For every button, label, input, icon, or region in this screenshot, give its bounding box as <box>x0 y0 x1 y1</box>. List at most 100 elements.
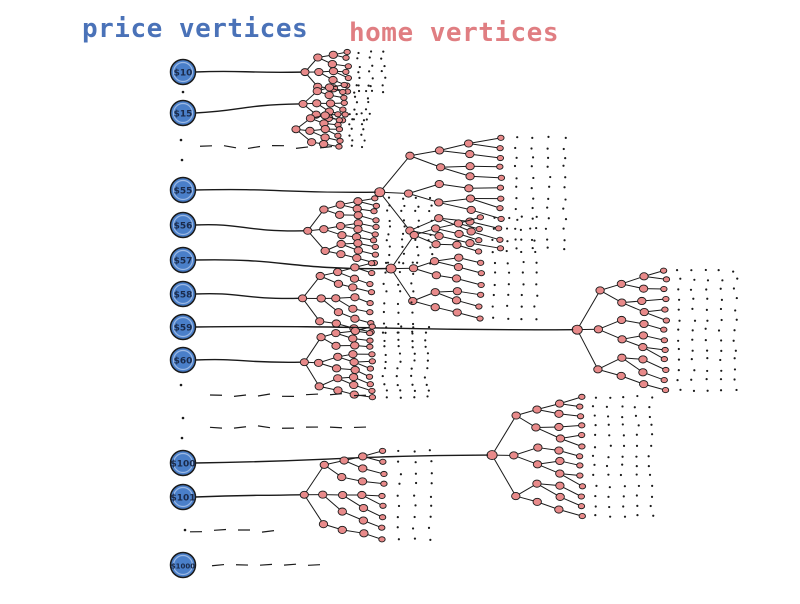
continuation-dot <box>412 273 414 275</box>
continuation-dot <box>623 495 625 497</box>
continuation-dot <box>397 495 399 497</box>
continuation-dot <box>425 332 427 334</box>
price-vertices-header: price vertices <box>82 14 308 44</box>
home-vertex <box>313 100 321 107</box>
home-vertex <box>313 88 321 95</box>
continuation-dot <box>563 148 565 150</box>
continuation-dot <box>652 515 654 517</box>
price-vertex: $59 <box>171 315 196 340</box>
home-vertex <box>454 263 462 270</box>
continuation-dot <box>693 279 695 281</box>
continuation-dot <box>636 465 638 467</box>
continuation-dot <box>397 450 399 452</box>
continuation-dot <box>415 473 417 475</box>
continuation-dot <box>348 123 350 125</box>
continuation-dot <box>706 320 708 322</box>
continuation-dot <box>429 246 431 248</box>
continuation-dot <box>720 308 722 310</box>
continuation-dot <box>706 350 708 352</box>
home-vertex <box>467 206 475 213</box>
continuation-dot <box>372 77 374 79</box>
continuation-dot <box>493 228 495 230</box>
continuation-dot <box>734 368 736 370</box>
continuation-dot <box>430 234 432 236</box>
continuation-dot <box>651 485 653 487</box>
continuation-dot <box>706 370 708 372</box>
home-vertex <box>369 388 375 393</box>
continuation-dot <box>354 96 356 98</box>
continuation-dot <box>649 474 651 476</box>
continuation-dot <box>411 368 413 370</box>
continuation-dot <box>358 77 360 79</box>
continuation-dot <box>415 482 417 484</box>
home-vertex <box>430 258 438 265</box>
continuation-dot <box>416 246 418 248</box>
home-vertex <box>315 383 323 390</box>
continuation-dot <box>734 357 736 359</box>
continuation-dash <box>308 565 320 566</box>
continuation-dot <box>492 305 494 307</box>
home-vertex <box>476 238 482 243</box>
home-vertex <box>498 175 504 180</box>
home-vertex <box>349 335 357 342</box>
continuation-dot <box>720 350 722 352</box>
continuation-dot <box>621 416 623 418</box>
continuation-dot <box>594 446 596 448</box>
continuation-dot <box>382 375 384 377</box>
continuation-dot <box>403 205 405 207</box>
continuation-dot <box>521 306 523 308</box>
continuation-dash <box>258 426 270 428</box>
continuation-dot <box>594 414 596 416</box>
continuation-dot <box>691 308 693 310</box>
continuation-dot <box>426 367 428 369</box>
continuation-dot <box>606 465 608 467</box>
continuation-dot <box>365 90 367 92</box>
continuation-dot <box>413 495 415 497</box>
continuation-dot <box>388 204 390 206</box>
continuation-dot <box>397 384 399 386</box>
home-vertex <box>354 198 362 205</box>
home-vertex <box>431 225 439 232</box>
home-vertex <box>556 493 564 500</box>
continuation-dot <box>736 277 738 279</box>
price-vertex-label: $10 <box>174 69 193 79</box>
continuation-dot <box>535 262 537 264</box>
continuation-dot <box>565 218 567 220</box>
home-vertex <box>410 231 418 238</box>
continuation-dot <box>351 139 353 141</box>
continuation-dot <box>400 397 402 399</box>
continuation-dot <box>516 219 518 221</box>
home-vertex <box>639 356 647 363</box>
continuation-dot <box>606 406 608 408</box>
continuation-dash <box>330 427 342 428</box>
continuation-dot <box>383 345 385 347</box>
home-vertex <box>555 447 563 454</box>
continuation-dot <box>429 197 431 199</box>
home-vertex <box>298 295 306 302</box>
continuation-dot <box>532 177 534 179</box>
continuation-dot <box>383 302 385 304</box>
continuation-dot <box>397 461 399 463</box>
continuation-dot <box>412 290 414 292</box>
home-vertex <box>454 220 462 227</box>
home-vertex <box>335 211 343 218</box>
continuation-dot <box>636 514 638 516</box>
continuation-dot <box>720 370 722 372</box>
continuation-dot <box>648 406 650 408</box>
home-vertex <box>466 150 474 157</box>
continuation-dot <box>624 516 626 518</box>
tree-edge <box>409 194 439 203</box>
continuation-dot <box>428 210 430 212</box>
continuation-dot <box>427 352 429 354</box>
continuation-dot <box>414 210 416 212</box>
continuation-dot <box>706 298 708 300</box>
continuation-dot <box>398 483 400 485</box>
continuation-dot <box>733 378 735 380</box>
home-vertex <box>321 125 329 132</box>
continuation-dot <box>403 253 405 255</box>
continuation-dot <box>678 348 680 350</box>
continuation-dot <box>515 197 517 199</box>
continuation-dot <box>732 270 734 272</box>
home-vertex <box>354 226 362 233</box>
